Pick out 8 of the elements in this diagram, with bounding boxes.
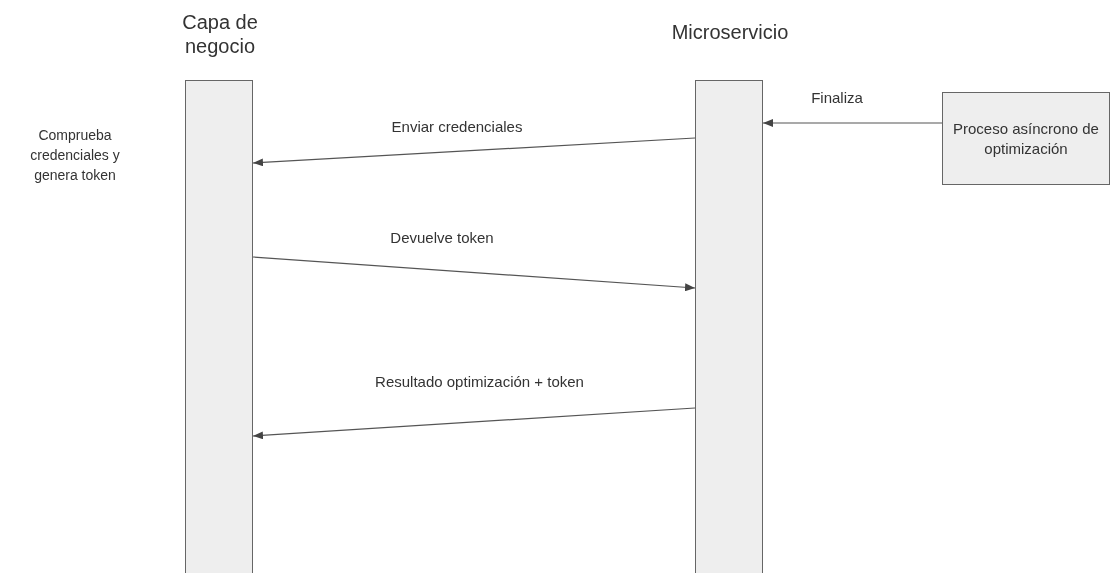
arrow [252,137,696,167]
lifeline-heading: Microservicio [670,20,790,44]
arrow [252,407,696,440]
process-box: Proceso asíncrono de optimización [942,92,1110,185]
arrow [762,119,943,127]
note-text: Comprueba credenciales y genera token [29,126,121,185]
arrow [252,256,696,292]
lifeline-heading: Capa de negocio [181,10,259,58]
